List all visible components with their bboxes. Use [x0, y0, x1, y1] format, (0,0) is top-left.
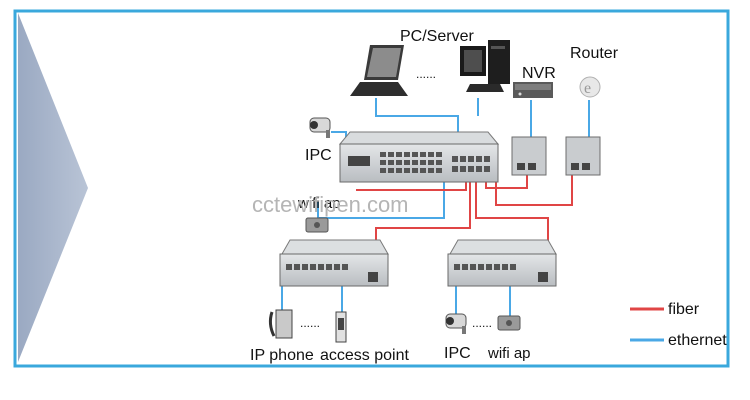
laptop-icon: [350, 45, 408, 96]
wifi-ap-bottom-label: wifi ap: [487, 345, 531, 362]
watermark: cctewifipen.com: [252, 192, 409, 217]
access-switch-left-icon: [279, 239, 389, 287]
pc-server-icon: [460, 40, 510, 92]
access-point-icon: [335, 311, 347, 343]
camera-dots: ......: [472, 316, 492, 330]
ipc-top-label: IPC: [305, 147, 332, 164]
media-converter-router-icon: [565, 136, 601, 176]
access-point-label: access point: [320, 347, 409, 364]
wifi-ap-mid-icon: [305, 217, 329, 233]
laptop-dots: ......: [416, 67, 436, 81]
chevron-arrow-icon: [18, 13, 88, 362]
svg-text:e: e: [584, 80, 591, 97]
ip-phone-label: IP phone: [250, 347, 314, 364]
legend: fiber ethernet: [630, 301, 727, 349]
nvr-icon: [513, 82, 553, 98]
legend-fiber-label: fiber: [668, 301, 700, 318]
nvr-label: NVR: [522, 65, 556, 82]
core-switch-icon: [338, 131, 500, 183]
pc-server-label: PC/Server: [400, 28, 474, 45]
ip-camera-top-icon: [309, 117, 331, 138]
wifi-ap-mid-label: wifi ap: [297, 195, 341, 212]
ip-camera-bottom-icon: [445, 313, 467, 334]
media-converter-nvr-icon: [511, 136, 547, 176]
access-switch-right-icon: [447, 239, 557, 287]
ip-phone-icon: [268, 309, 293, 339]
router-label: Router: [570, 45, 619, 62]
legend-ethernet-label: ethernet: [668, 332, 727, 349]
ipc-bottom-label: IPC: [444, 345, 471, 362]
wifi-ap-bottom-icon: [497, 315, 521, 331]
diagram-frame: [13, 9, 730, 368]
phone-dots: ......: [300, 316, 320, 330]
router-icon: e: [579, 76, 601, 98]
